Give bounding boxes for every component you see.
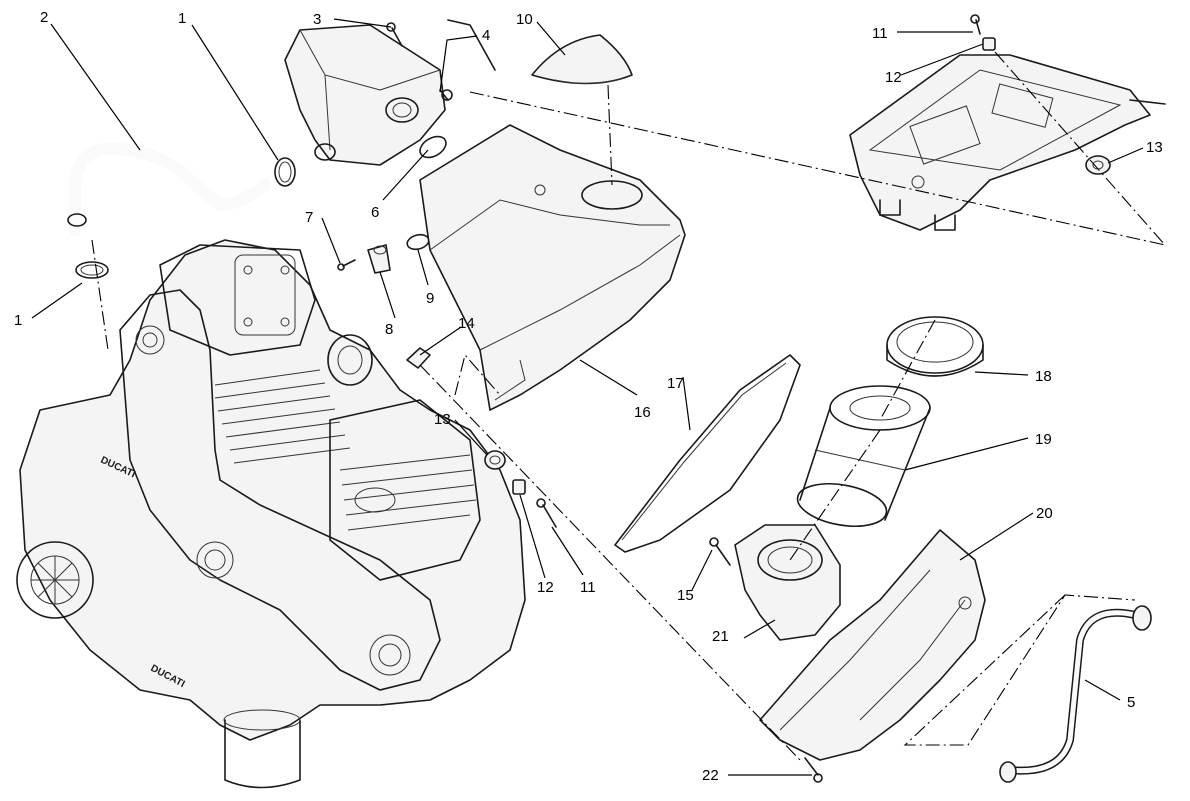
callout-1-upper: 1: [178, 10, 186, 27]
airbox-lower-20: [759, 529, 986, 761]
bushing-12-lower: [512, 479, 526, 495]
callout-12-lower: 12: [537, 579, 554, 596]
grommet-13-upper: [1085, 155, 1111, 175]
o-ring-6: [419, 135, 447, 159]
assembly-lines: [91, 51, 1166, 761]
airbox-gasket-17: [614, 354, 801, 553]
breather-hose: [67, 141, 271, 236]
air-filter-19: [796, 385, 931, 527]
sensor-8: [367, 244, 391, 274]
callout-15: 15: [677, 587, 694, 604]
filter-ring-18: [886, 316, 984, 377]
mounting-bracket: [849, 54, 1166, 231]
hose-clamp-upper: [274, 157, 296, 187]
callout-16: 16: [634, 404, 651, 421]
callout-21: 21: [712, 628, 729, 645]
callout-20: 20: [1036, 505, 1053, 522]
callout-13-upper: 13: [1146, 139, 1163, 156]
callout-6: 6: [371, 204, 379, 221]
callout-8: 8: [385, 321, 393, 338]
callout-3: 3: [313, 11, 321, 28]
callout-18: 18: [1035, 368, 1052, 385]
callout-leaders: [31, 18, 1144, 776]
drain-hose-5: [999, 605, 1152, 783]
callout-5: 5: [1127, 694, 1135, 711]
gasket-9: [406, 233, 430, 251]
callout-22: 22: [702, 767, 719, 784]
sensor-screw-7: [337, 259, 356, 271]
engine-assembly: DUCATI DUCATI: [16, 239, 526, 789]
callout-7: 7: [305, 209, 313, 226]
tank-bracket-4: [439, 19, 496, 101]
adapter-21: [734, 524, 841, 641]
grommet-12-upper: [982, 37, 996, 51]
callout-4: 4: [482, 27, 490, 44]
screw-11-upper: [970, 14, 981, 35]
grommet-13-lower: [484, 450, 506, 470]
callout-10: 10: [516, 11, 533, 28]
callout-19: 19: [1035, 431, 1052, 448]
callout-2: 2: [40, 9, 48, 26]
callout-13-lower: 13: [434, 411, 451, 428]
callout-11-upper: 11: [872, 25, 888, 42]
screw-15: [709, 537, 731, 566]
callout-17: 17: [667, 375, 684, 392]
hose-clamp-lower: [75, 261, 109, 279]
clip-14: [406, 347, 431, 369]
callout-14: 14: [458, 315, 475, 332]
callout-1-lower: 1: [14, 312, 22, 329]
callout-12-upper: 12: [885, 69, 902, 86]
screw-22: [804, 757, 823, 783]
callout-11-lower: 11: [580, 579, 596, 596]
breather-tank: [284, 24, 446, 166]
screw-11-lower: [536, 498, 557, 528]
filter-cap-10: [531, 34, 633, 85]
callout-labels: 1 1 2 3 4 5 6 7 8 9 10 11 11 12 12 13 13…: [14, 9, 1163, 784]
callout-9: 9: [426, 290, 434, 307]
airbox-upper-16: [419, 124, 686, 411]
